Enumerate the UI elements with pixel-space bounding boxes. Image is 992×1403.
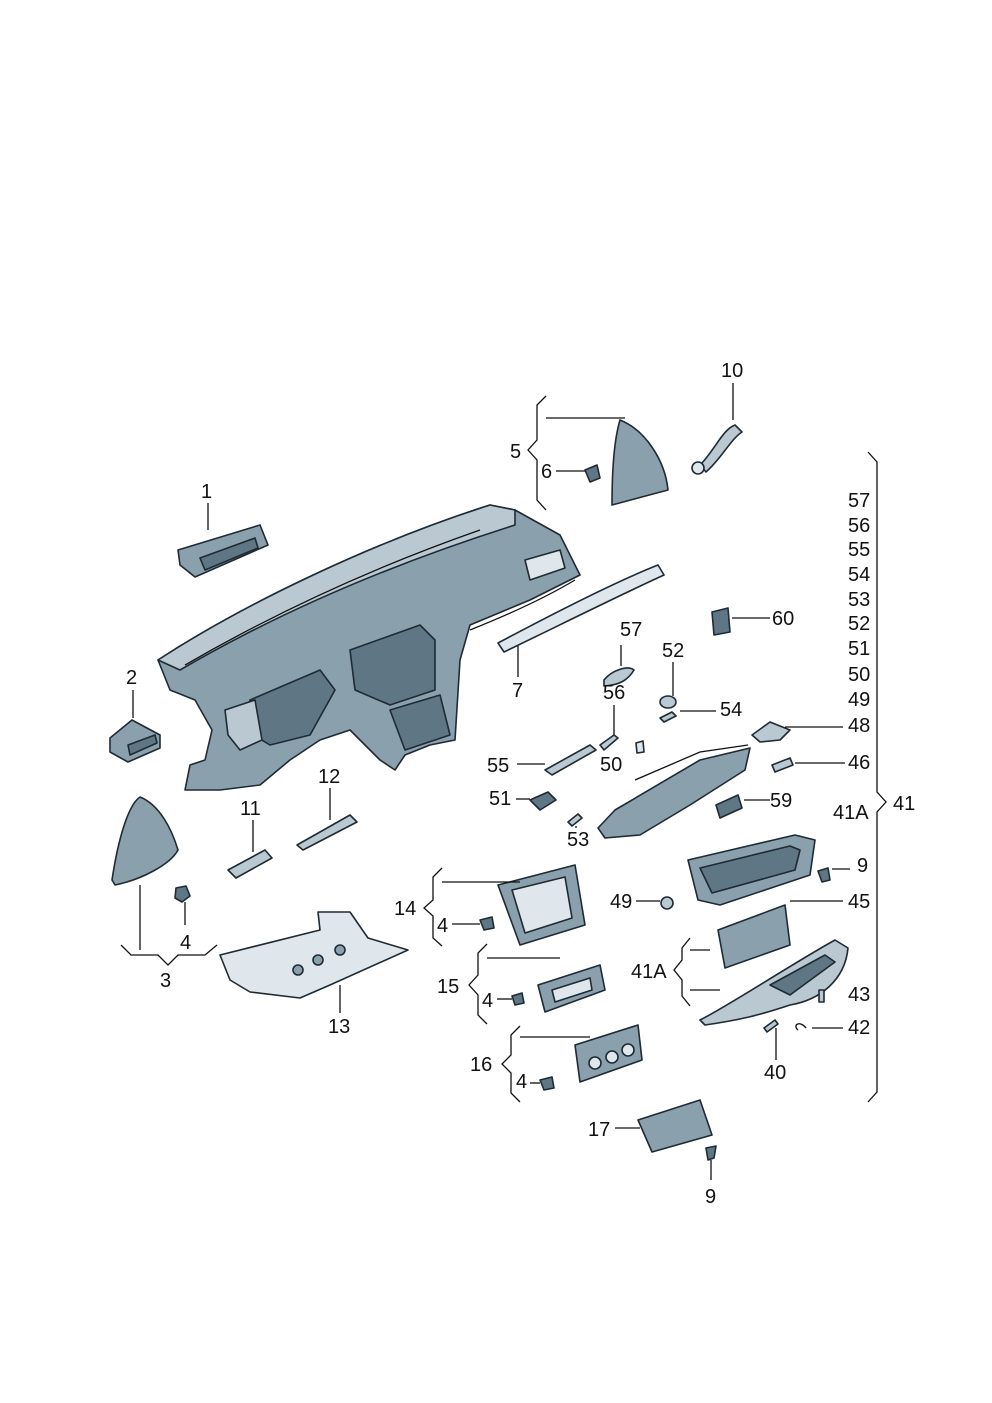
part-10-hose: 10 <box>691 360 743 475</box>
part-11-bracket: 11 <box>227 798 273 879</box>
part-41-glovebox-assembly: 60 57 56 52 54 48 55 50 51 53 <box>487 451 915 1103</box>
column-41-item: 57 <box>848 490 870 512</box>
part-7-trim-strip: 7 <box>497 564 665 702</box>
label-41A-top: 41A <box>833 802 869 824</box>
label-3: 3 <box>160 970 171 992</box>
label-7: 7 <box>512 680 523 702</box>
label-41A-mid: 41A <box>631 961 667 983</box>
column-41-item: 56 <box>848 515 870 537</box>
column-41-item: 50 <box>848 664 870 686</box>
label-10: 10 <box>721 360 743 382</box>
label-45: 45 <box>848 891 870 913</box>
label-4-c: 4 <box>482 990 493 1012</box>
label-50: 50 <box>600 754 622 776</box>
label-59: 59 <box>770 790 792 812</box>
part-1-air-vent: 1 <box>177 481 269 578</box>
label-12: 12 <box>318 766 340 788</box>
label-9-b: 9 <box>705 1186 716 1208</box>
label-4-a: 4 <box>180 932 191 954</box>
label-41: 41 <box>893 793 915 815</box>
column-41-item: 49 <box>848 689 870 711</box>
part-17-cover: 17 9 <box>588 1099 717 1208</box>
part-2-side-vent: 2 <box>109 667 161 763</box>
label-57: 57 <box>620 619 642 641</box>
label-51: 51 <box>489 788 511 810</box>
label-48: 48 <box>848 715 870 737</box>
column-41-item: 54 <box>848 564 870 586</box>
part-41-column-list: 57 56 55 54 53 52 51 50 49 <box>848 490 870 711</box>
label-56: 56 <box>603 682 625 704</box>
label-49: 49 <box>610 891 632 913</box>
label-54: 54 <box>720 699 742 721</box>
label-53: 53 <box>567 829 589 851</box>
label-4-b: 4 <box>437 915 448 937</box>
label-14: 14 <box>394 898 416 920</box>
column-41-item: 55 <box>848 539 870 561</box>
label-52: 52 <box>662 640 684 662</box>
part-14-display-bezel: 14 4 <box>394 864 586 947</box>
label-6: 6 <box>541 461 552 483</box>
label-9-a: 9 <box>857 855 868 877</box>
label-55: 55 <box>487 755 509 777</box>
column-41-item: 52 <box>848 613 870 635</box>
part-3-side-cover: 4 3 <box>111 796 218 992</box>
label-43: 43 <box>848 984 870 1006</box>
label-42: 42 <box>848 1017 870 1039</box>
part-16-climate-panel: 16 4 <box>470 1024 643 1103</box>
label-2: 2 <box>126 667 137 689</box>
label-15: 15 <box>437 976 459 998</box>
label-40: 40 <box>764 1062 786 1084</box>
part-12-bracket: 12 <box>296 766 358 851</box>
label-5: 5 <box>510 441 521 463</box>
label-1: 1 <box>201 481 212 503</box>
part-5-end-cap: 5 6 <box>510 395 669 511</box>
label-11: 11 <box>240 798 261 820</box>
column-41-item: 51 <box>848 638 870 660</box>
label-60: 60 <box>772 608 794 630</box>
label-4-d: 4 <box>516 1071 527 1093</box>
label-46: 46 <box>848 752 870 774</box>
label-13: 13 <box>328 1016 350 1038</box>
dashboard-panel <box>157 504 581 791</box>
column-41-item: 53 <box>848 589 870 611</box>
label-16: 16 <box>470 1054 492 1076</box>
label-17: 17 <box>588 1119 610 1141</box>
part-13-insulation-mat: 13 <box>219 911 409 1038</box>
part-15-control-panel: 15 4 <box>437 943 606 1025</box>
